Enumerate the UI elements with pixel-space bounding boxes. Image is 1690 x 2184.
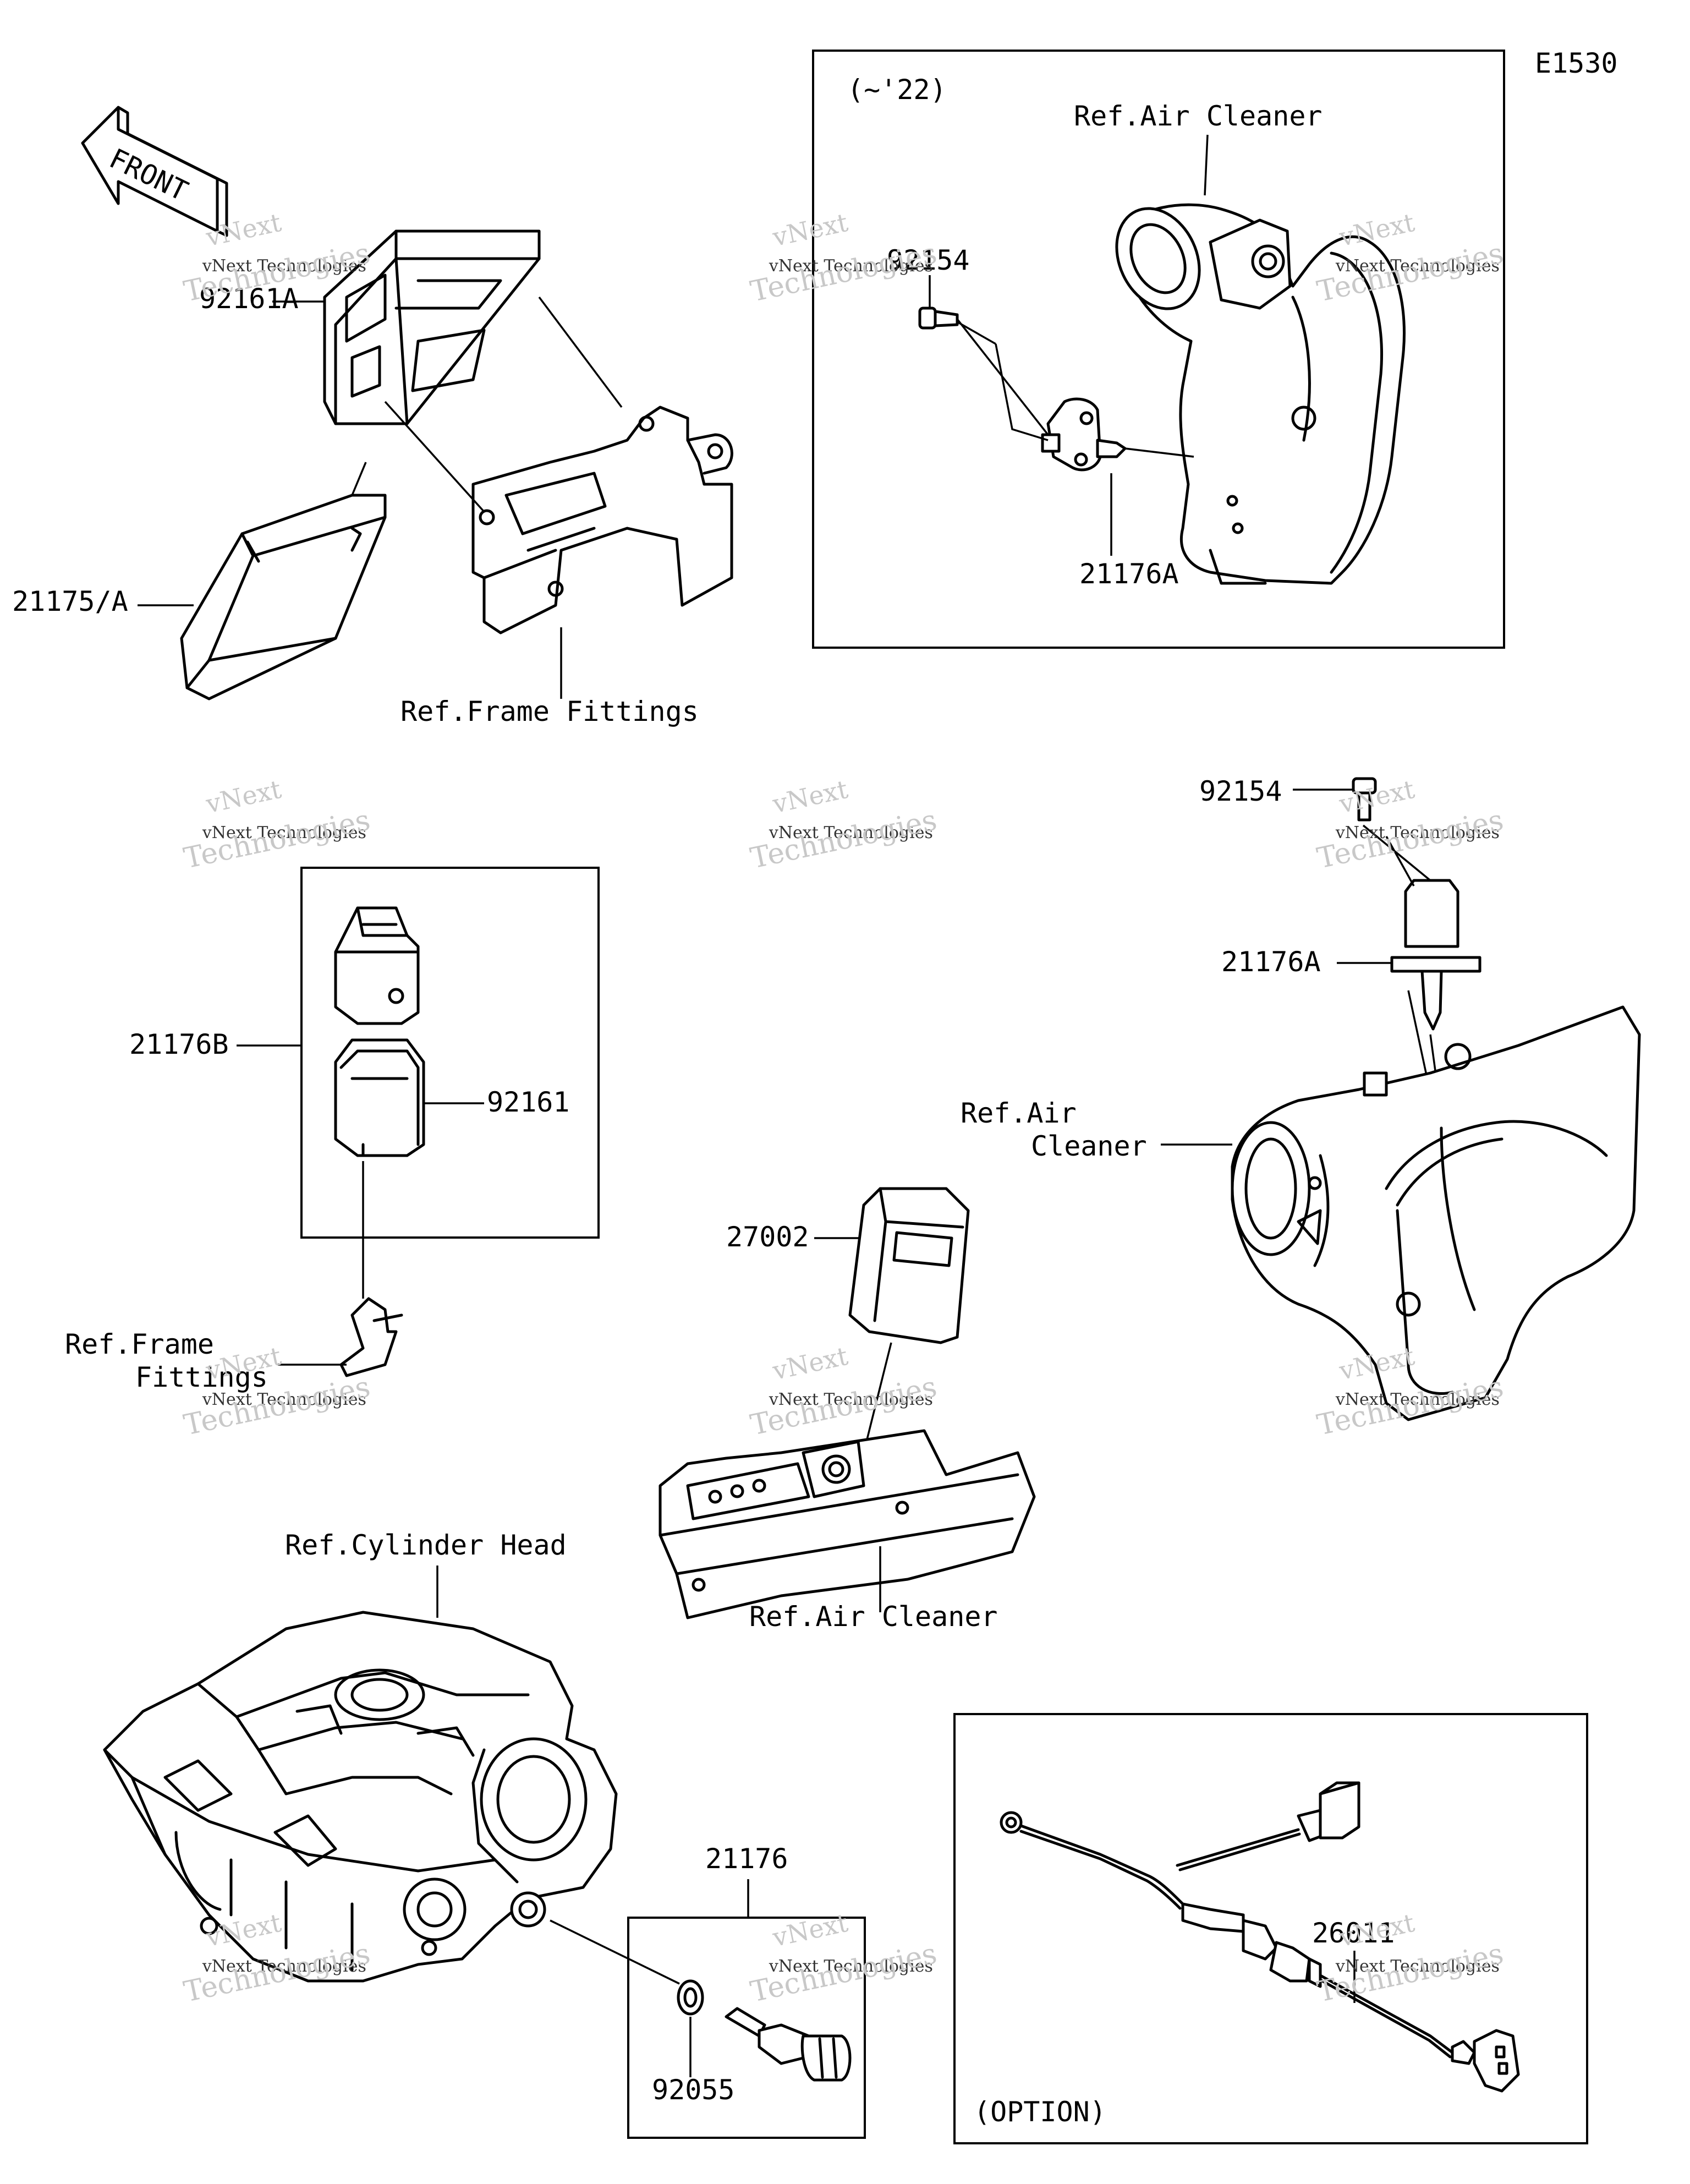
svg-text:vNext: vNext [770, 1341, 851, 1386]
part-92161: 92161 [487, 1086, 570, 1118]
ecu-cover-92161a [323, 229, 541, 425]
part-21175a: 21175/A [12, 585, 128, 617]
relay-27002 [848, 1187, 970, 1344]
svg-text:vNext Technologies: vNext Technologies [1335, 256, 1500, 276]
svg-text:vNext: vNext [1336, 774, 1418, 819]
part-92055: 92055 [652, 2074, 735, 2106]
sensor-21176a-inset [1041, 397, 1127, 472]
wire-harness-26011 [1000, 1781, 1520, 2093]
part-92154-inset: 92154 [887, 244, 970, 276]
year-note: (~'22) [847, 74, 947, 106]
watermark-11: vNext vNext Technologies Technologies [748, 1908, 940, 2009]
frame-bracket [471, 406, 733, 634]
part-92154-right: 92154 [1199, 775, 1282, 807]
part-21176a-right: 21176A [1221, 946, 1321, 978]
inset-box-switch [300, 867, 600, 1239]
bolt-92154-inset [918, 306, 959, 330]
switch-cover-92161 [334, 1038, 425, 1157]
svg-text:vNext Technologies: vNext Technologies [769, 823, 933, 842]
svg-text:vNext: vNext [770, 1908, 851, 1953]
frame-clip-left [339, 1297, 403, 1377]
ecu-21175 [180, 494, 387, 700]
svg-text:vNext: vNext [203, 774, 284, 819]
part-26011: 26011 [1312, 1917, 1395, 1949]
svg-text:vNext Technologies: vNext Technologies [202, 1390, 366, 1409]
watermark-6: vNext vNext Technologies Technologies [1314, 774, 1506, 875]
svg-text:vNext Technologies: vNext Technologies [202, 256, 366, 276]
air-cleaner-bracket [659, 1429, 1036, 1619]
svg-text:vNext Technologies: vNext Technologies [202, 1957, 366, 1976]
diagram-code: E1530 [1535, 47, 1618, 79]
sensor-21176a-right [1390, 879, 1482, 1031]
svg-text:vNext: vNext [770, 207, 851, 253]
watermark-8: vNext vNext Technologies Technologies [748, 1341, 940, 1442]
gasket-92055 [677, 1979, 704, 2016]
air-cleaner-housing-inset [1115, 203, 1406, 585]
watermark-12: vNext vNext Technologies Technologies [1314, 1908, 1506, 2009]
air-cleaner-housing-right [1231, 1005, 1641, 1421]
part-27002: 27002 [726, 1221, 809, 1253]
inset-box-option [953, 1713, 1588, 2144]
watermark-2: vNext vNext Technologies Technologies [748, 207, 940, 309]
part-21176a-inset: 21176A [1079, 558, 1179, 590]
ref-frame-left-line1: Ref.Frame [65, 1328, 214, 1360]
front-arrow-icon: FRONT [81, 106, 228, 237]
ref-air-right-line1: Ref.Air [961, 1097, 1077, 1129]
ref-air-cleaner-relay: Ref.Air Cleaner [749, 1601, 998, 1633]
part-21176b: 21176B [129, 1028, 229, 1060]
svg-text:vNext Technologies: vNext Technologies [202, 823, 366, 842]
watermark-5: vNext vNext Technologies Technologies [748, 774, 940, 875]
svg-text:vNext Technologies: vNext Technologies [1335, 823, 1500, 842]
svg-text:vNext Technologies: vNext Technologies [769, 1957, 933, 1976]
option-label: (OPTION) [974, 2096, 1106, 2128]
svg-text:vNext: vNext [770, 774, 851, 819]
part-92161a: 92161A [199, 283, 299, 315]
ref-frame-fittings-top: Ref.Frame Fittings [400, 696, 699, 727]
temp-sensor-21176 [725, 2007, 852, 2082]
switch-21176b [334, 906, 420, 1025]
inset-box-sensor [627, 1917, 866, 2139]
ref-frame-left-line2: Fittings [135, 1361, 268, 1393]
ref-air-cleaner-inset: Ref.Air Cleaner [1074, 100, 1323, 132]
part-21176: 21176 [705, 1843, 788, 1875]
cylinder-head [103, 1611, 618, 1983]
svg-text:vNext Technologies: vNext Technologies [1335, 1390, 1500, 1409]
watermark-4: vNext vNext Technologies Technologies [181, 774, 373, 875]
svg-text:vNext Technologies: vNext Technologies [1335, 1957, 1500, 1976]
ref-cylinder-head: Ref.Cylinder Head [285, 1529, 567, 1561]
bolt-92154-right [1352, 777, 1377, 822]
inset-box-air-cleaner [812, 50, 1505, 649]
ref-air-right-line2: Cleaner [1031, 1130, 1147, 1162]
svg-text:vNext Technologies: vNext Technologies [769, 1390, 933, 1409]
svg-text:vNext Technologies: vNext Technologies [769, 256, 933, 276]
